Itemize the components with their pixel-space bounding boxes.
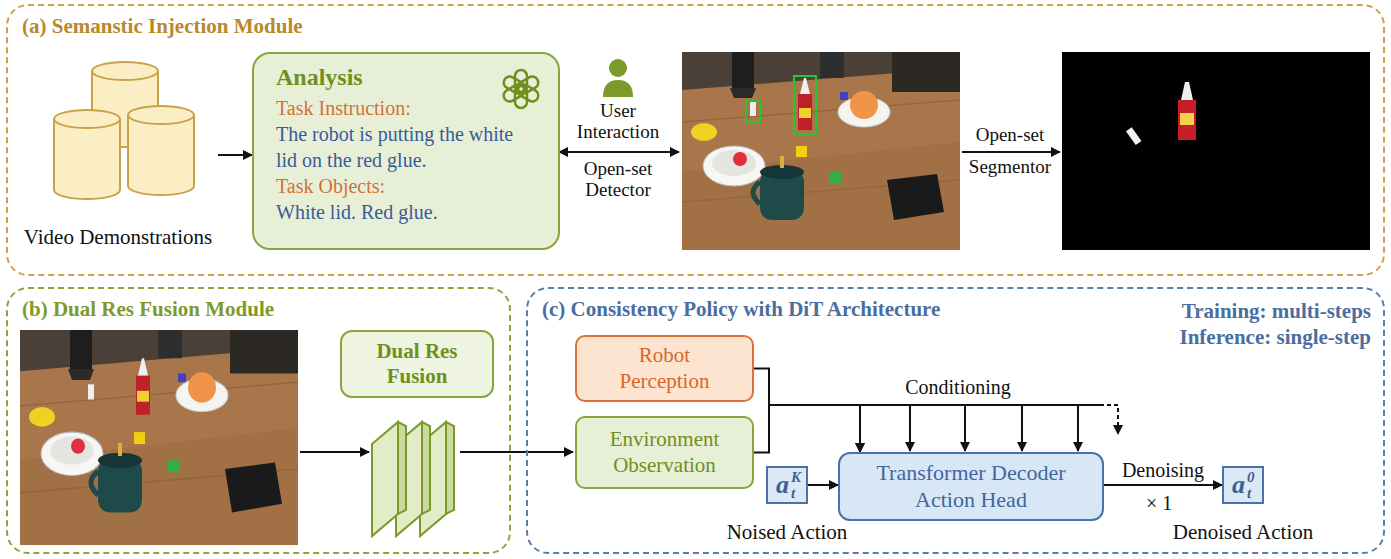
- process-box: Dual Res Fusion: [340, 330, 494, 398]
- input-box: Environment Observation: [575, 416, 754, 489]
- edge-annotation: User Interaction: [566, 100, 670, 142]
- box-caption: Denoised Action: [1173, 520, 1314, 545]
- user-icon: [609, 59, 627, 77]
- database-cylinders: [54, 110, 120, 128]
- box-label: Dual Res Fusion: [362, 339, 472, 389]
- feature-stack: [396, 422, 422, 536]
- connector-arrow: [1104, 484, 1222, 486]
- user-icon: [603, 80, 633, 97]
- segmentation-mask: [1126, 127, 1141, 145]
- arrow: [460, 451, 573, 453]
- logo-icon: [502, 74, 527, 95]
- box-label: Environment Observation: [599, 427, 730, 477]
- source-label: Video Demonstrations: [24, 225, 212, 250]
- segmentation-mask: [1062, 52, 1370, 250]
- arrow: [300, 451, 369, 453]
- box-caption: Noised Action: [727, 520, 848, 545]
- segmentation-mask: [1180, 113, 1194, 125]
- bus-label: Conditioning: [898, 376, 1018, 399]
- edge-annotation: Open-set Detector: [562, 158, 674, 200]
- action-box: at0Denoised Action: [1222, 466, 1264, 504]
- conditioning-lines: [909, 405, 911, 451]
- conditioning-lines: [860, 404, 1100, 406]
- box-title: Analysis: [276, 62, 363, 93]
- database-cylinders: [54, 110, 120, 199]
- math-subscript: t: [1247, 486, 1251, 501]
- process-box: Transformer Decoder Action Head: [838, 452, 1104, 521]
- data-source: Video Demonstrations: [18, 60, 218, 250]
- segmentation-mask: [1181, 82, 1193, 100]
- segmentation-mask: [1178, 100, 1196, 140]
- panel-heading: (c) Consistency Policy with DiT Architec…: [542, 297, 940, 322]
- database-cylinders: [128, 106, 194, 195]
- math-superscript: 0: [1247, 470, 1255, 485]
- panel-heading: (b) Dual Res Fusion Module: [22, 297, 274, 322]
- detection-boxes: [794, 76, 816, 134]
- user-icon: [603, 59, 633, 97]
- panel-heading: (a) Semanstic Injection Module: [22, 14, 303, 39]
- scene-photo: [682, 52, 960, 250]
- edge-annotation: Open-set Segmentor: [962, 119, 1058, 183]
- module-panel: (a) Semanstic Injection ModuleVideo Demo…: [6, 4, 1385, 276]
- multiplier-label: × 1: [1146, 492, 1172, 515]
- math-superscript: K: [791, 470, 801, 485]
- box-label: Transformer Decoder Action Head: [860, 460, 1082, 513]
- logo-icon: [498, 66, 544, 112]
- analysis-box: AnalysisTask Instruction:The robot is pu…: [252, 52, 560, 250]
- database-cylinders: [54, 119, 120, 199]
- connector-arrow: [808, 484, 838, 486]
- feature-stack: [420, 422, 446, 536]
- field-name: Task Objects:: [276, 173, 385, 199]
- connector-arrow: [218, 154, 252, 156]
- field-value: White lid. Red glue.: [276, 199, 438, 225]
- arrow: [962, 151, 1060, 153]
- action-box: atKNoised Action: [766, 466, 808, 504]
- database-cylinders: [54, 62, 194, 199]
- segmentation-mask: [1062, 52, 1370, 250]
- box-label: Robot Perception: [599, 343, 730, 393]
- math-symbol: a: [776, 472, 789, 498]
- feature-stack: [372, 422, 454, 536]
- database-cylinders: [92, 62, 158, 80]
- module-panel: (b) Dual Res Fusion ModuleDual Res Fusio…: [6, 287, 511, 554]
- note-label: Training: multi-steps: [1182, 299, 1371, 324]
- note-label: Inference: single-step: [1180, 325, 1372, 350]
- feature-stack: [422, 422, 430, 514]
- edge-label: Denoising: [1122, 458, 1204, 482]
- field-value: The robot is putting the white lid on th…: [276, 121, 518, 173]
- database-cylinders: [128, 115, 194, 195]
- math-subscript: t: [791, 486, 795, 501]
- conditioning-lines: [1100, 405, 1118, 434]
- field-name: Task Instruction:: [276, 95, 411, 121]
- connector-arrow: [754, 369, 860, 453]
- scene-photo: [20, 330, 298, 545]
- connector-arrow: [754, 405, 860, 453]
- feature-stack: [398, 422, 406, 514]
- database-cylinders: [128, 106, 194, 124]
- conditioning-lines: [1077, 405, 1079, 451]
- conditioning-lines: [860, 405, 1118, 451]
- logo-icon: [502, 70, 541, 108]
- detection-boxes: [746, 76, 816, 134]
- feature-stack: [446, 422, 454, 514]
- conditioning-lines: [1021, 405, 1023, 451]
- feature-stack: [372, 422, 398, 536]
- math-symbol: a: [1232, 472, 1245, 498]
- detection-boxes: [746, 100, 760, 122]
- input-box: Robot Perception: [575, 335, 754, 402]
- double-arrow: [559, 151, 679, 153]
- conditioning-lines: [964, 405, 966, 451]
